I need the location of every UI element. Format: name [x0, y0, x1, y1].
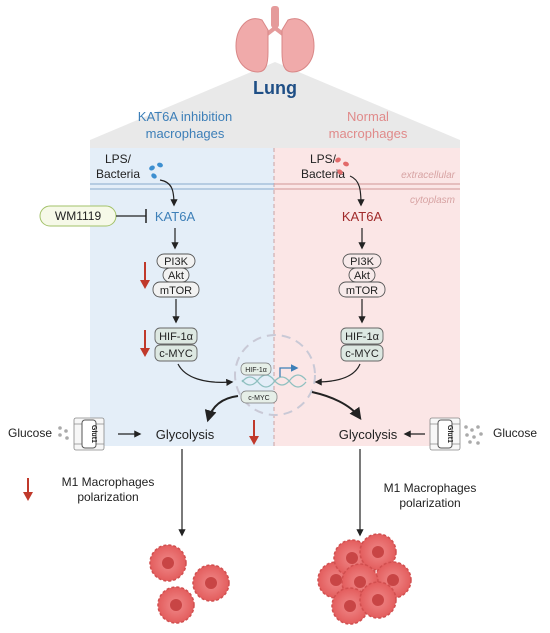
right-arrow-stimulus — [349, 175, 365, 207]
left-cell-1 — [149, 544, 187, 582]
right-cmyc: c-MYC — [345, 348, 379, 360]
left-stimulus-line1: LPS/ — [105, 152, 132, 166]
left-pathway-stack — [152, 253, 200, 298]
right-glycolysis: Glycolysis — [339, 427, 398, 442]
left-cell-3 — [157, 586, 195, 624]
left-mtor: mTOR — [160, 285, 192, 297]
left-down-arrow-pathway-icon — [140, 262, 150, 289]
extracellular-label: extracellular — [401, 170, 456, 181]
right-cell-3 — [359, 533, 397, 571]
nucleus-hif: HIF-1α — [245, 367, 267, 374]
left-cmyc: c-MYC — [159, 348, 193, 360]
cell-membrane — [90, 183, 460, 190]
right-glucose-label: Glucose — [493, 426, 537, 440]
right-arrow-to-nucleus — [314, 363, 361, 386]
left-glut1-icon — [73, 417, 105, 451]
left-down-arrow-polarization-icon — [23, 478, 33, 501]
right-arrow-to-glycolysis — [311, 391, 362, 420]
nucleus-cmyc: c-MYC — [248, 395, 269, 402]
right-pi3k: PI3K — [350, 256, 375, 268]
left-kat6a: KAT6A — [155, 209, 196, 224]
right-stimulus-line1: LPS/ — [310, 152, 337, 166]
right-outcome-line2: polarization — [399, 496, 460, 510]
right-akt: Akt — [354, 270, 370, 282]
left-glucose-dots-icon — [58, 426, 69, 440]
left-akt: Akt — [168, 270, 184, 282]
header-band — [90, 140, 460, 148]
left-tf-stack — [154, 327, 198, 362]
right-tf-stack — [340, 327, 384, 362]
right-macrophage-cells — [317, 533, 412, 625]
left-macrophage-cells — [149, 544, 230, 624]
right-mtor: mTOR — [346, 285, 378, 297]
left-cell-2 — [192, 564, 230, 602]
right-glut1-label: Glut1 — [446, 425, 453, 443]
right-glut1-icon — [429, 417, 461, 451]
nucleus — [234, 334, 316, 416]
lung-icon — [235, 6, 315, 73]
right-cell-7 — [359, 581, 397, 619]
cytoplasm-label: cytoplasm — [410, 195, 455, 206]
right-hif: HIF-1α — [345, 331, 380, 343]
title: Lung — [253, 78, 297, 98]
left-glut1-label: Glut1 — [90, 425, 97, 443]
right-header-line1: Normal — [347, 109, 389, 124]
left-header-line2: macrophages — [146, 126, 225, 141]
left-down-arrow-tf-icon — [140, 330, 150, 357]
left-arrow-stimulus — [159, 179, 178, 207]
right-outcome-line1: M1 Macrophages — [384, 481, 477, 495]
right-pathway-stack — [338, 253, 386, 298]
wm1119-label: WM1119 — [55, 209, 102, 223]
left-arrow-to-nucleus — [177, 363, 234, 387]
left-stimulus-line2: Bacteria — [96, 167, 140, 181]
left-pi3k: PI3K — [164, 256, 189, 268]
left-outcome-line2: polarization — [77, 490, 138, 504]
left-glucose-label: Glucose — [8, 426, 52, 440]
right-lps-dots-icon — [335, 157, 349, 175]
right-kat6a: KAT6A — [342, 209, 383, 224]
right-stimulus-line2: Bacteria — [301, 167, 345, 181]
left-header-line1: KAT6A inhibition — [138, 109, 232, 124]
left-arrow-to-glycolysis — [204, 395, 239, 423]
left-hif: HIF-1α — [159, 331, 194, 343]
left-down-arrow-glycolysis-icon — [249, 420, 259, 445]
header-trapezoid — [90, 62, 460, 140]
left-lps-dots-icon — [149, 162, 163, 179]
left-glycolysis: Glycolysis — [156, 427, 215, 442]
right-header-line2: macrophages — [329, 126, 408, 141]
right-glucose-dots-icon — [464, 425, 483, 445]
left-outcome-line1: M1 Macrophages — [62, 475, 155, 489]
